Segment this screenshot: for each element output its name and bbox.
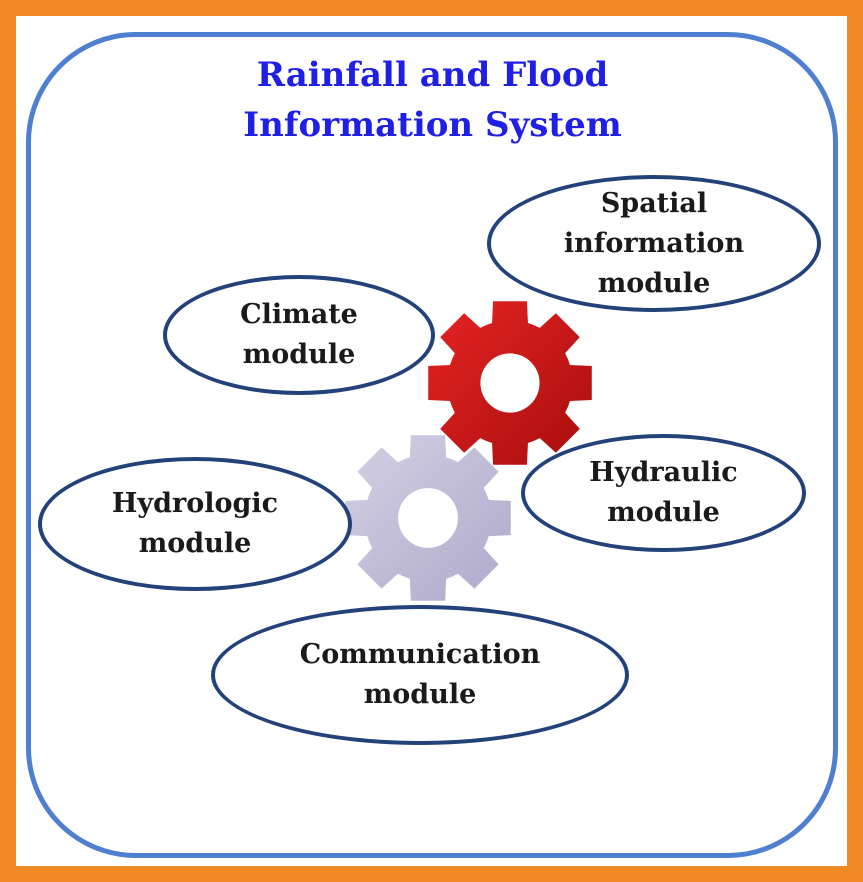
communication-module: Communication module: [211, 605, 629, 745]
diagram-title: Rainfall and Flood Information System: [120, 50, 745, 150]
climate-module-label: Climate module: [240, 299, 358, 370]
hydrologic-module-label: Hydrologic module: [111, 488, 279, 559]
communication-module-label: Communication module: [299, 639, 541, 710]
red-gear-icon: [428, 301, 592, 465]
spatial-module-label: Spatial information module: [563, 187, 745, 299]
grey-gear-icon: [345, 435, 511, 601]
hydraulic-module: Hydraulic module: [521, 434, 806, 552]
title-line-1: Rainfall and Flood: [256, 55, 609, 95]
climate-module: Climate module: [163, 275, 435, 395]
hydraulic-module-label: Hydraulic module: [589, 457, 738, 528]
spatial-information-module: Spatial information module: [487, 175, 821, 312]
hydrologic-module: Hydrologic module: [38, 457, 352, 591]
title-line-2: Information System: [243, 105, 622, 145]
